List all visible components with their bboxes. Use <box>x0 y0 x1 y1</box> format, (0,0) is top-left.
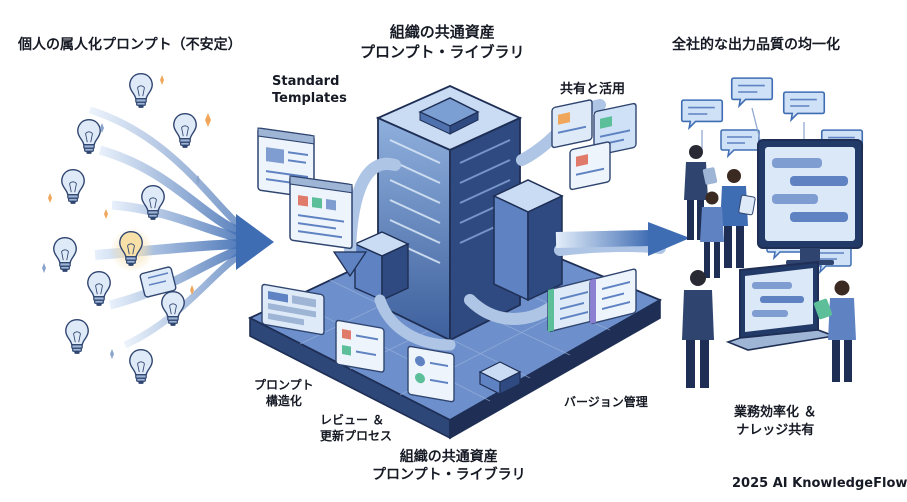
efficiency-label-line2: ナレッジ共有 <box>736 423 815 438</box>
review-label-line1: レビュー ＆ <box>320 413 385 427</box>
standard-templates <box>257 127 353 250</box>
standard-templates-line2: Templates <box>272 91 347 106</box>
structure-label: プロンプト 構造化 <box>254 377 314 409</box>
efficiency-label-line1: 業務効率化 ＆ <box>734 405 817 420</box>
person-icon <box>682 270 714 388</box>
sparkles <box>42 75 211 359</box>
version-panels <box>547 268 637 333</box>
bulb-icon <box>173 113 197 149</box>
bulb-icon <box>87 271 111 307</box>
bulb-icon <box>65 319 89 355</box>
bulb-icon <box>61 169 85 205</box>
review-label: レビュー ＆ 更新プロセス <box>320 412 392 444</box>
person-icon <box>813 280 856 382</box>
person-icon <box>720 169 756 268</box>
person-icon <box>700 191 724 278</box>
bottom-title: 組織の共通資産 プロンプト・ライブラリ <box>372 448 526 484</box>
bulb-icon <box>129 349 153 385</box>
structure-cards <box>261 283 455 403</box>
bottom-title-line1: 組織の共通資産 <box>399 449 498 465</box>
standard-templates-label: Standard Templates <box>272 73 347 107</box>
chat-bubble-icon <box>680 99 724 129</box>
chat-bubble-icon <box>720 129 760 157</box>
laptop <box>725 260 838 351</box>
left-section-title: 個人の属人化プロンプト（不安定） <box>18 37 242 53</box>
output-arrow <box>555 222 690 256</box>
middle-title-line1: 組織の共通資産 <box>389 23 495 41</box>
monitor <box>757 139 863 265</box>
middle-section-title: 組織の共通資産 プロンプト・ライブラリ <box>360 22 525 62</box>
person-icon <box>684 145 718 240</box>
bulb-icon <box>53 237 77 273</box>
chat-bubble-icon <box>782 91 826 121</box>
version-label: バージョン管理 <box>564 395 648 409</box>
chat-bubble-icon <box>730 77 774 107</box>
shared-prompt-cards <box>551 99 637 191</box>
note-card <box>139 266 177 298</box>
prompt-library-platform <box>247 85 666 440</box>
chat-bubbles <box>680 77 864 273</box>
bulb-icon <box>129 73 153 109</box>
standard-templates-line1: Standard <box>272 74 340 89</box>
structure-label-line2: 構造化 <box>265 394 302 408</box>
share-label: 共有と活用 <box>560 82 626 97</box>
bulb-icon <box>77 119 101 155</box>
brand-footer: 2025 AI KnowledgeFlow <box>732 476 907 491</box>
structure-label-line1: プロンプト <box>254 378 314 392</box>
idea-bulbs <box>53 73 197 385</box>
review-label-line2: 更新プロセス <box>320 429 393 443</box>
middle-title-line2: プロンプト・ライブラリ <box>360 43 525 61</box>
efficiency-label: 業務効率化 ＆ ナレッジ共有 <box>734 404 817 440</box>
right-section-title: 全社的な出力品質の均一化 <box>672 37 840 53</box>
bottom-title-line2: プロンプト・ライブラリ <box>372 467 526 483</box>
